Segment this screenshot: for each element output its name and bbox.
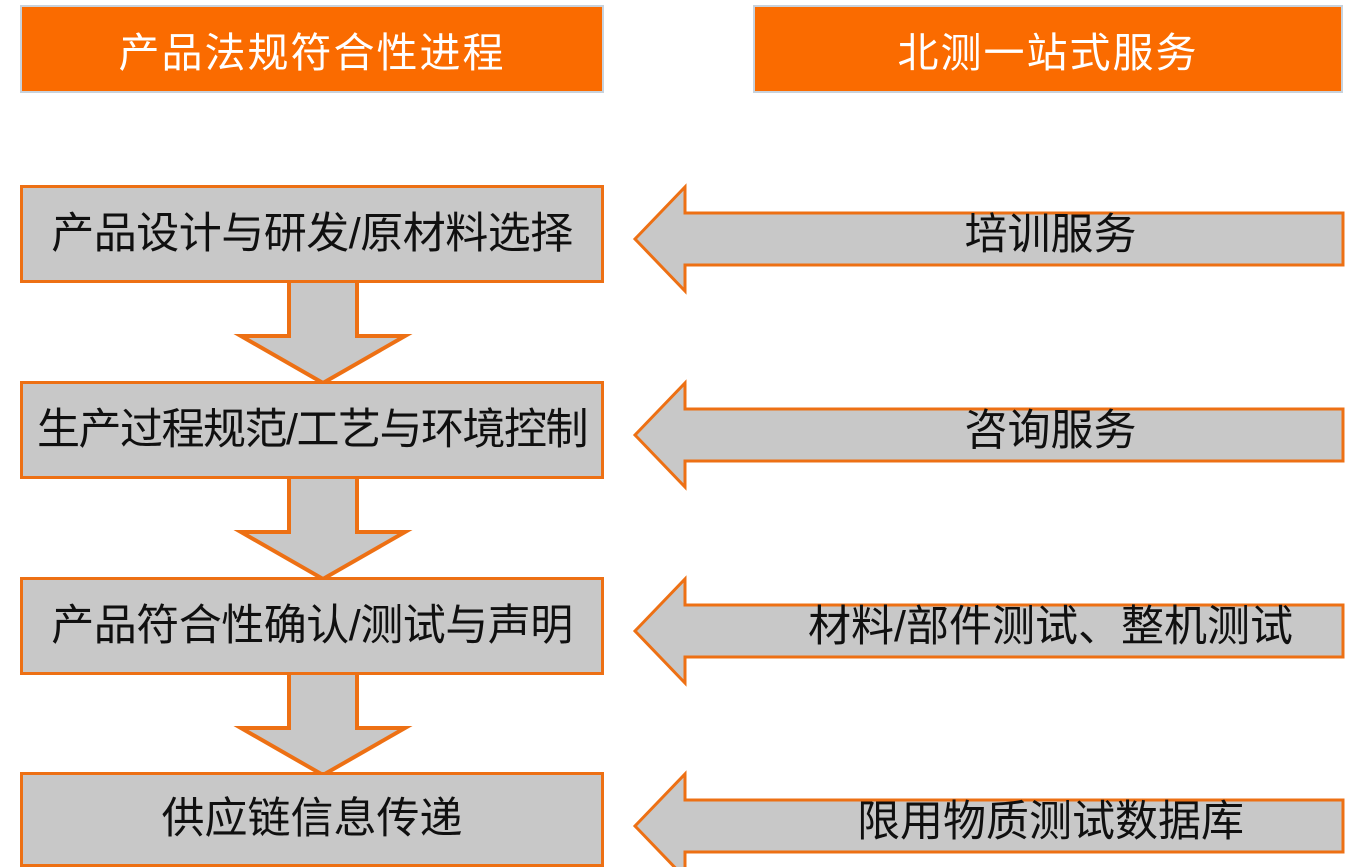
process-step-box-4[interactable]: 供应链信息传递 [20, 772, 604, 867]
process-step-label-1: 产品设计与研发/原材料选择 [51, 209, 573, 258]
down-arrow-icon-2 [233, 474, 413, 582]
header-banner-service-label: 北测一站式服务 [897, 30, 1199, 76]
header-banner-service: 北测一站式服务 [753, 5, 1343, 93]
process-step-box-2[interactable]: 生产过程规范/工艺与环境控制 [20, 381, 604, 479]
service-label-2: 咨询服务 [964, 407, 1137, 455]
service-arrow-3[interactable] [632, 575, 1345, 687]
service-label-1: 培训服务 [964, 211, 1137, 259]
down-arrow-icon-1 [233, 278, 413, 386]
down-arrow-icon-3 [233, 670, 413, 778]
process-step-box-3[interactable]: 产品符合性确认/测试与声明 [20, 577, 604, 675]
service-arrow-1[interactable] [632, 183, 1345, 295]
header-banner-process-label: 产品法规符合性进程 [118, 30, 506, 76]
header-banner-process: 产品法规符合性进程 [20, 5, 604, 93]
service-label-4: 限用物质测试数据库 [857, 798, 1244, 846]
service-arrow-4[interactable] [632, 770, 1345, 867]
process-step-label-2: 生产过程规范/工艺与环境控制 [37, 405, 588, 454]
process-step-label-3: 产品符合性确认/测试与声明 [51, 601, 573, 650]
service-label-3: 材料/部件测试、整机测试 [808, 603, 1293, 651]
process-step-label-4: 供应链信息传递 [161, 795, 463, 843]
process-step-box-1[interactable]: 产品设计与研发/原材料选择 [20, 185, 604, 283]
service-arrow-2[interactable] [632, 379, 1345, 491]
